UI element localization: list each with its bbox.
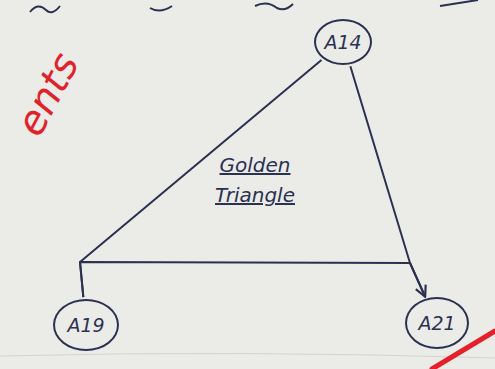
red-annotation: ents — [7, 45, 88, 143]
vertex-label: A19 — [67, 314, 104, 336]
triangle-side — [80, 262, 425, 297]
vertex-label: A14 — [324, 31, 361, 53]
vertex-circle: A19 — [53, 299, 119, 351]
red-slash — [432, 331, 495, 369]
cut-handwriting — [30, 0, 478, 12]
vertex-label: A21 — [418, 312, 455, 334]
triangle-caption: Golden Triangle — [195, 150, 315, 210]
vertex-circle: A14 — [314, 19, 372, 65]
paper-fold — [0, 353, 495, 358]
triangle-side — [80, 60, 321, 297]
vertex-circle: A21 — [405, 297, 469, 349]
